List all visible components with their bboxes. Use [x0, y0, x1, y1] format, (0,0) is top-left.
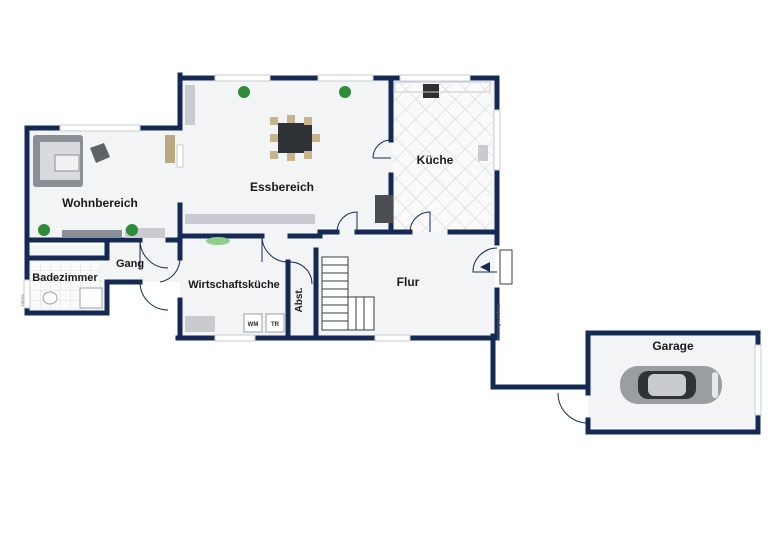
room-label-gang: Gang: [116, 258, 144, 270]
room-label-garage: Garage: [652, 339, 694, 353]
living-furniture: [33, 135, 175, 238]
utility-items: [185, 237, 285, 333]
room-label-essbereich: Essbereich: [250, 180, 314, 194]
bathroom-fixtures: [42, 287, 103, 309]
car-icon: [620, 366, 722, 404]
entrance-arrow-icon: [480, 262, 490, 272]
room-label-kueche: Küche: [417, 153, 454, 167]
room-label-wirtschaftskueche: Wirtschaftsküche: [188, 279, 280, 291]
room-label-flur: Flur: [397, 275, 420, 289]
dining-furniture: [185, 85, 393, 224]
room-label-abst: Abst.: [294, 287, 305, 312]
room-label-wohnbereich: Wohnbereich: [62, 196, 138, 210]
washer-label: WM: [248, 322, 259, 328]
doors: [139, 139, 589, 424]
windows: [23, 74, 762, 416]
credit-right: Immogrundriss: [496, 303, 502, 341]
kitchen-tiles: [392, 84, 492, 232]
room-label-badezimmer: Badezimmer: [32, 272, 98, 284]
credit-left: Immo: [20, 294, 25, 306]
kitchen-items: [394, 81, 491, 161]
staircase: [321, 256, 375, 331]
entrance-mat: [499, 249, 513, 285]
dryer-label: TR: [271, 322, 280, 328]
